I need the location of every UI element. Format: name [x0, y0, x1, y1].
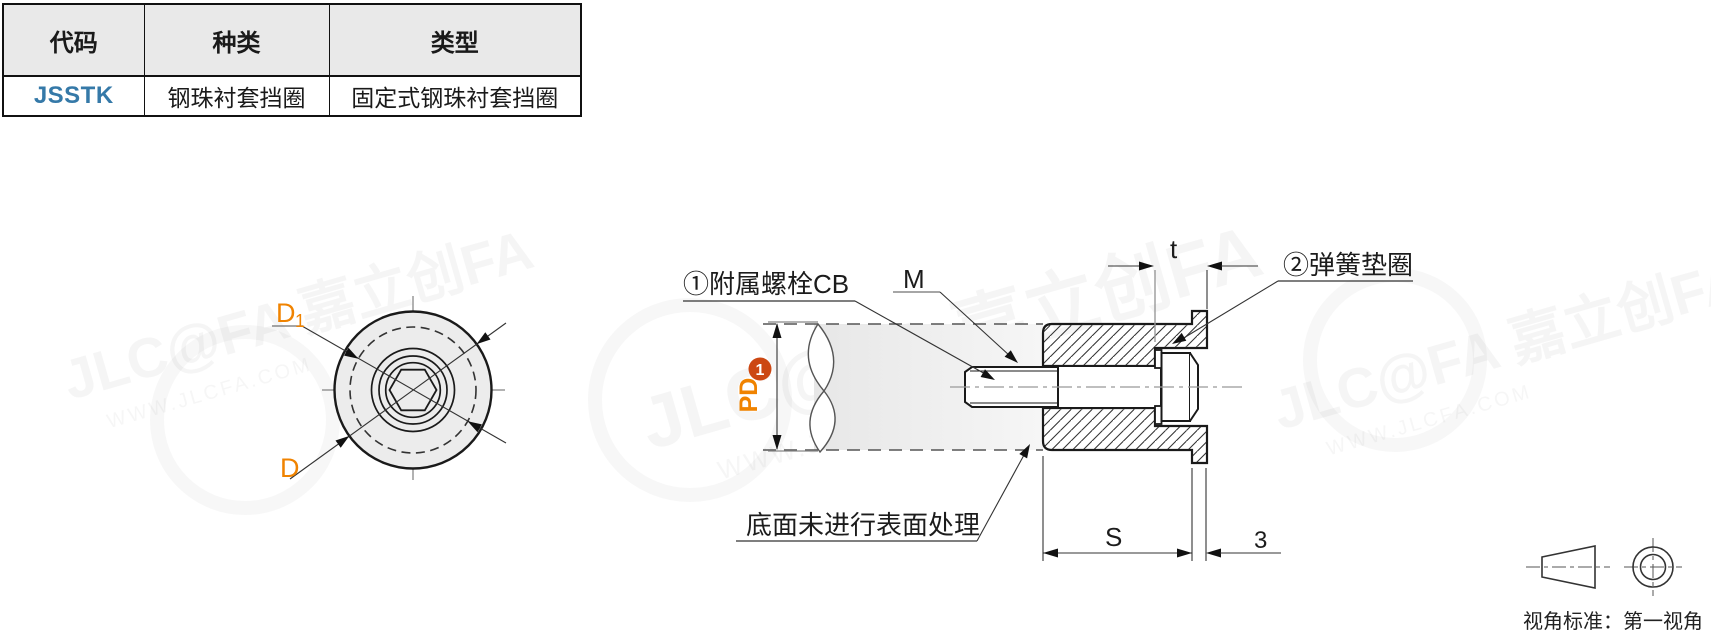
- spec-table: 代码 种类 类型 JSSTK 钢珠衬套挡圈 固定式钢珠衬套挡圈: [2, 3, 582, 117]
- t-label: t: [1170, 234, 1178, 264]
- d1-arrow: [344, 347, 359, 359]
- pd-label: PD: [735, 378, 763, 413]
- hex-socket: [388, 368, 438, 412]
- projection-outer-circle: [1632, 546, 1674, 588]
- counterbore-circle: [370, 347, 456, 433]
- header-code: 代码: [3, 4, 144, 77]
- washer-note-leader: [1181, 280, 1279, 340]
- s-arrow-left: [1043, 548, 1058, 558]
- thread-leader: [939, 291, 1011, 357]
- shaft-break-curve: [809, 389, 836, 454]
- frustum-icon: [1541, 545, 1596, 589]
- thread-arrow: [1004, 350, 1018, 363]
- t-arrow-left: [1139, 261, 1154, 271]
- bottom-note-label: 底面未进行表面处理: [746, 510, 980, 540]
- front-view: D 1 D: [272, 296, 507, 484]
- watermark-circle: [150, 325, 340, 515]
- s-label: S: [1105, 522, 1122, 552]
- t-arrow-right: [1207, 261, 1222, 271]
- d1-label-subscript: 1: [295, 311, 305, 331]
- washer-note-label: ②弹簧垫圈: [1283, 250, 1413, 280]
- d-label: D: [280, 453, 300, 483]
- d1-label: D: [276, 298, 296, 328]
- three-arrow: [1206, 548, 1221, 558]
- ring-dashed-circle: [349, 326, 477, 454]
- watermark-circle: [588, 298, 792, 502]
- bottom-note-arrow: [1019, 444, 1030, 459]
- cell-code: JSSTK: [3, 76, 144, 116]
- pd-arrow-down: [772, 435, 782, 450]
- d-arrow: [476, 332, 491, 345]
- bolt-note-arrow: [980, 369, 995, 380]
- three-label: 3: [1254, 527, 1267, 554]
- ring-section-upper: [1041, 309, 1209, 368]
- cell-type: 固定式钢珠衬套挡圈: [328, 76, 581, 116]
- pd-arrow-up: [772, 323, 782, 338]
- projection-inner-circle: [1639, 553, 1667, 581]
- spec-table-header-row: 代码 种类 类型: [3, 4, 581, 77]
- bolt-note-leader: [854, 300, 988, 376]
- bolt-note-label: ①附属螺栓CB: [683, 269, 849, 299]
- washer-note-arrow: [1172, 332, 1187, 344]
- bolt-head-circle: [378, 355, 448, 425]
- s-arrow-right: [1177, 548, 1192, 558]
- spec-table-data-row: JSSTK 钢珠衬套挡圈 固定式钢珠衬套挡圈: [3, 76, 581, 116]
- d1-arrow: [467, 421, 482, 433]
- watermark-circle: [1303, 268, 1487, 452]
- pd-badge-circle: [748, 357, 772, 381]
- d-arrow: [335, 435, 350, 448]
- ring-section-lower: [1041, 406, 1209, 465]
- header-type: 类型: [328, 4, 581, 77]
- pd-badge-number: 1: [756, 362, 765, 379]
- cell-kind: 钢珠衬套挡圈: [143, 76, 329, 116]
- thread-label: M: [903, 264, 925, 294]
- section-view: PD 1 ①附属螺栓CB M t ②弹簧垫圈 底面未进行表面处理: [683, 234, 1413, 561]
- header-kind: 种类: [143, 4, 329, 77]
- d-dim-line: [289, 322, 507, 480]
- view-standard-caption: 视角标准：第一视角: [1523, 610, 1703, 633]
- bottom-note-leader: [976, 454, 1025, 542]
- view-standard-symbol: 视角标准：第一视角: [1523, 538, 1703, 633]
- head-chamfer-circle: [384, 361, 442, 419]
